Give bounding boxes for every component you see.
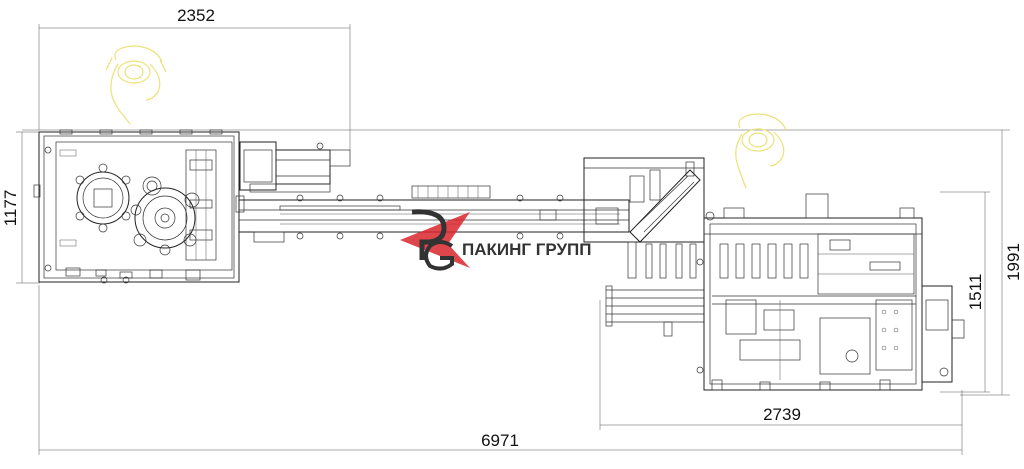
logo-p-glyph-icon <box>411 209 447 260</box>
logo-text: ПАКИНГ ГРУПП <box>462 240 592 259</box>
company-logo: ПАКИНГ ГРУПП <box>400 209 592 271</box>
left-machine <box>33 129 240 284</box>
infeed-unit <box>583 157 705 337</box>
right-machine <box>696 193 965 391</box>
dim-right-width: 2739 <box>763 405 801 424</box>
dim-top-width: 2352 <box>177 6 215 25</box>
dim-total-length: 6971 <box>481 431 519 450</box>
dim-right-total-height: 1991 <box>1004 243 1023 281</box>
dim-left-height: 1177 <box>1 190 20 227</box>
side-unit <box>235 141 351 213</box>
dim-right-inner-height: 1511 <box>966 274 985 311</box>
logo-g-glyph-icon <box>424 240 454 271</box>
operator-figure-left <box>105 45 167 125</box>
operator-figure-right <box>735 113 787 189</box>
